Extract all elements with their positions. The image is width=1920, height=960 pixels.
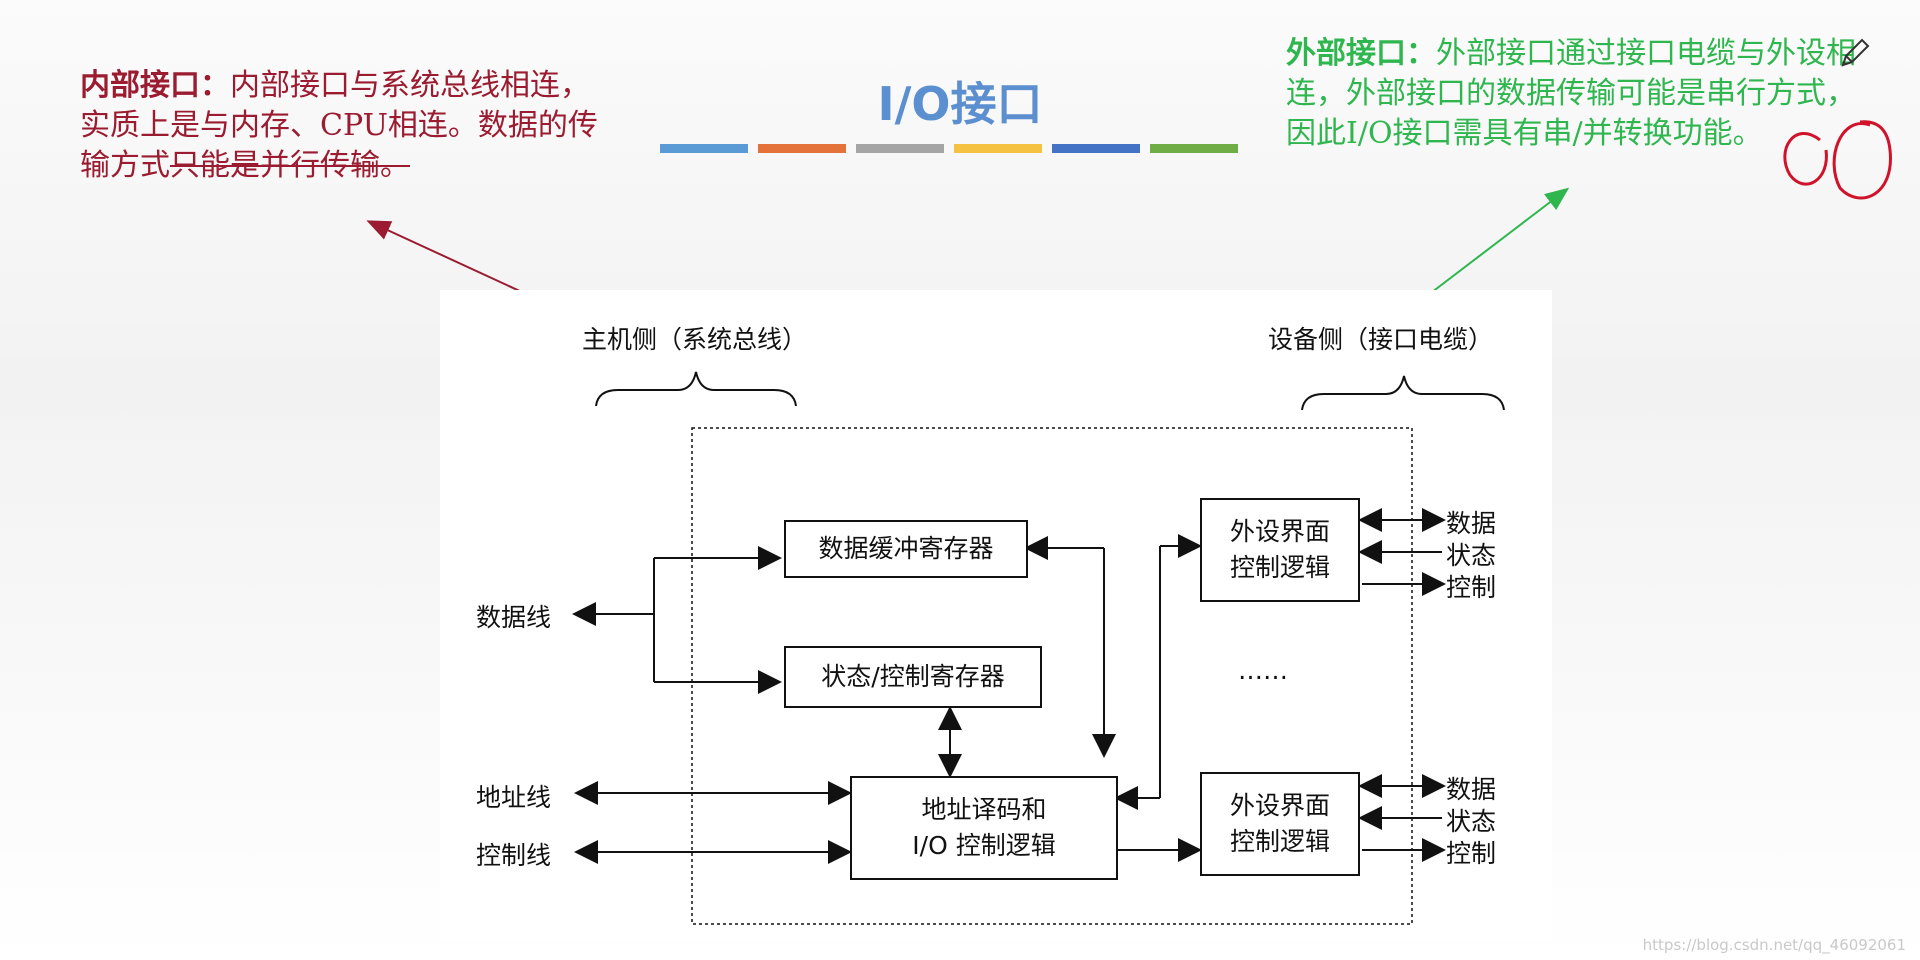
accent-bar-1 bbox=[660, 144, 748, 153]
internal-interface-text: 内部接口与系统总线相连，实质上是与内存、CPU相连。数据的传输方式 bbox=[80, 68, 598, 183]
peripheral-2-line2: 控制逻辑 bbox=[1229, 827, 1330, 856]
slide-title: I/O接口 bbox=[877, 77, 1043, 131]
internal-interface-keyword: 内部接口： bbox=[80, 68, 230, 103]
device-2-status-label: 状态 bbox=[1446, 807, 1497, 836]
host-side-brace bbox=[595, 371, 797, 407]
control-line-label: 控制线 bbox=[476, 841, 552, 870]
data-buffer-register: 数据缓冲寄存器 bbox=[784, 520, 1028, 578]
address-decode-io-control-logic: 地址译码和 I/O 控制逻辑 bbox=[850, 776, 1118, 880]
device-side-brace bbox=[1301, 375, 1505, 411]
device-2-control-label: 控制 bbox=[1446, 839, 1497, 868]
accent-bar-6 bbox=[1150, 144, 1238, 153]
internal-interface-struck-text: 只能是并行传输。 bbox=[170, 148, 410, 183]
device-1-control-label: 控制 bbox=[1446, 573, 1497, 602]
external-interface-keyword: 外部接口： bbox=[1286, 36, 1436, 71]
external-interface-note: 外部接口：外部接口通过接口电缆与外设相连，外部接口的数据传输可能是串行方式，因此… bbox=[1286, 34, 1876, 154]
peripheral-interface-control-logic-2: 外设界面 控制逻辑 bbox=[1200, 772, 1360, 876]
decode-logic-line1: 地址译码和 bbox=[921, 795, 1047, 824]
device-1-data-label: 数据 bbox=[1446, 509, 1497, 538]
decode-logic-line2: I/O 控制逻辑 bbox=[912, 831, 1056, 860]
internal-interface-note: 内部接口：内部接口与系统总线相连，实质上是与内存、CPU相连。数据的传输方式只能… bbox=[80, 66, 600, 186]
peripheral-1-line2: 控制逻辑 bbox=[1229, 553, 1330, 582]
title-accent-bars bbox=[660, 144, 1238, 153]
data-line-label: 数据线 bbox=[476, 603, 552, 632]
peripheral-interface-control-logic-1: 外设界面 控制逻辑 bbox=[1200, 498, 1360, 602]
io-interface-diagram: 主机侧（系统总线） 设备侧（接口电缆） 数据线 地址线 控制线 数据缓冲寄存器 … bbox=[440, 290, 1552, 940]
interface-boundary bbox=[691, 427, 1413, 925]
device-side-label: 设备侧（接口电缆） bbox=[1268, 325, 1494, 354]
accent-bar-4 bbox=[954, 144, 1042, 153]
ellipsis: …… bbox=[1238, 656, 1288, 685]
peripheral-2-line1: 外设界面 bbox=[1229, 791, 1330, 820]
accent-bar-2 bbox=[758, 144, 846, 153]
accent-bar-3 bbox=[856, 144, 944, 153]
status-control-register: 状态/控制寄存器 bbox=[784, 646, 1042, 708]
host-side-label: 主机侧（系统总线） bbox=[582, 325, 808, 354]
diagram-lines bbox=[572, 371, 1505, 925]
device-1-status-label: 状态 bbox=[1446, 541, 1497, 570]
external-interface-text: 外部接口通过接口电缆与外设相连，外部接口的数据传输可能是串行方式，因此I/O接口… bbox=[1286, 36, 1856, 151]
peripheral-1-line1: 外设界面 bbox=[1229, 517, 1330, 546]
accent-bar-5 bbox=[1052, 144, 1140, 153]
watermark: https://blog.csdn.net/qq_46092061 bbox=[1642, 936, 1906, 954]
address-line-label: 地址线 bbox=[476, 783, 552, 812]
device-2-data-label: 数据 bbox=[1446, 775, 1497, 804]
